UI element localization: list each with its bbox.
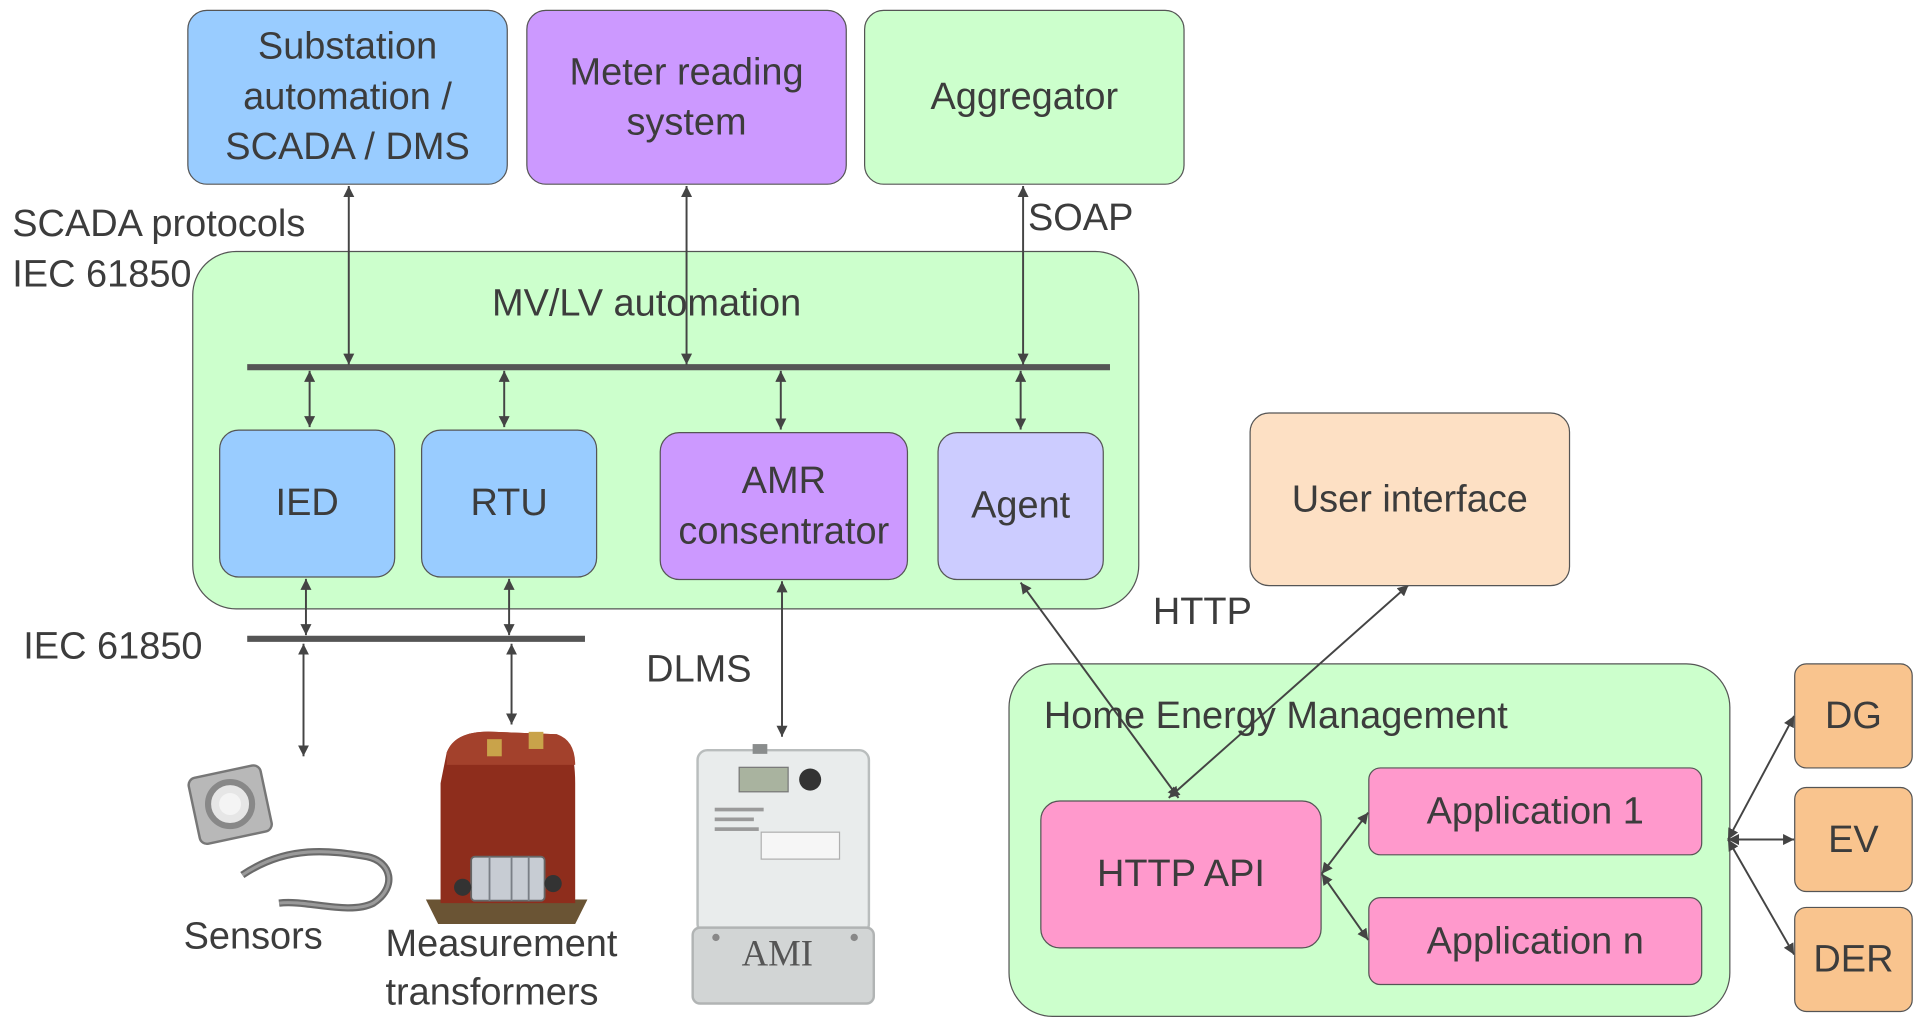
der-box: DER [1794,906,1913,1013]
arrow-hem-der [1727,839,1795,956]
sensors-label: Sensors [183,914,323,958]
ev-box: EV [1794,786,1913,893]
transformer-image [425,731,588,924]
dlms-label: DLMS [646,647,752,691]
application-n-box: Application n [1368,897,1703,986]
sensor-image [187,764,393,912]
substation-automation-box: Substation automation / SCADA / DMS [187,9,508,185]
arrow-agent-httpapi [1019,581,1180,799]
arrow-hem-dg [1727,715,1795,840]
measurement-transformers-label: Measurement transformers [385,921,618,1014]
soap-label: SOAP [1027,195,1134,239]
iec-61850-label: IEC 61850 [23,624,203,667]
ami-label: AMI [741,933,814,975]
ami-meter-image [691,744,876,1005]
hem-title: Home Energy Management [1043,693,1508,737]
arrow-httpapi-app1 [1320,812,1369,875]
meter-reading-system-box: Meter reading system [526,9,847,185]
user-interface-box: User interface [1249,412,1571,587]
application-1-box: Application 1 [1368,767,1703,856]
dg-box: DG [1794,663,1913,769]
arrow-ui-httpapi [1168,584,1410,799]
mvlv-automation-title: MV/LV automation [491,281,802,325]
amr-concentrator-box: AMR consentrator [659,432,909,581]
agent-box: Agent [937,432,1104,581]
aggregator-box: Aggregator [864,9,1185,185]
arrow-httpapi-appn [1320,873,1370,941]
ied-box: IED [219,429,396,578]
http-label: HTTP [1152,589,1252,633]
http-api-box: HTTP API [1040,800,1322,949]
rtu-box: RTU [420,429,598,578]
scada-protocols-label: SCADA protocols IEC 61850 [12,201,306,296]
